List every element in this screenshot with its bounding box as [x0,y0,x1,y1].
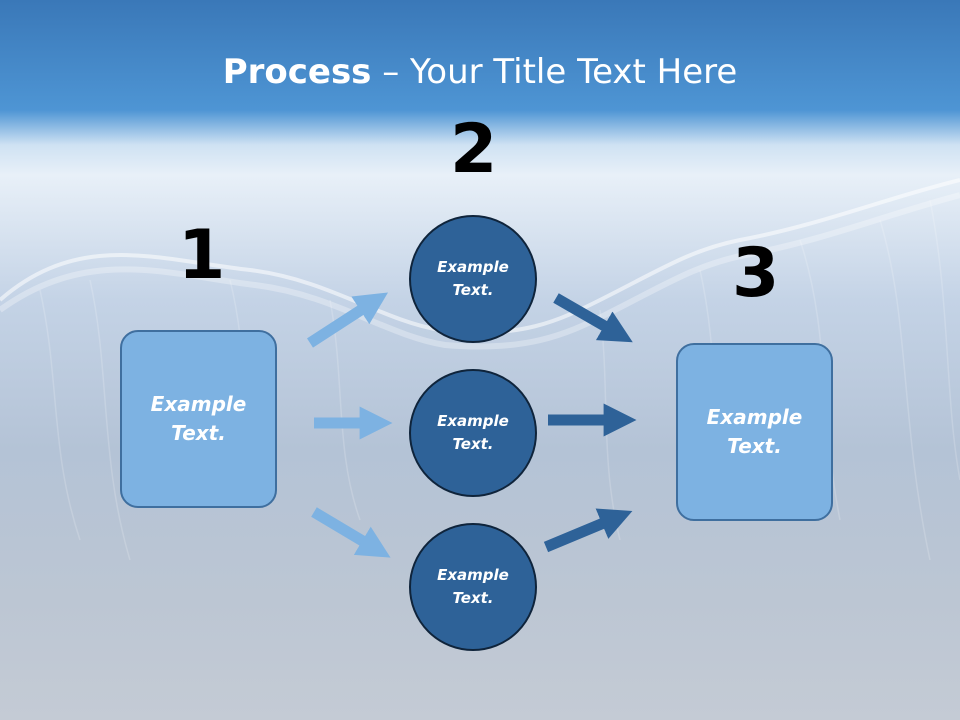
step-number-3: 3 [732,234,780,313]
title-rest: – Your Title Text Here [371,52,738,92]
step-number-2: 2 [450,110,498,189]
slide-title: Process – Your Title Text Here [0,52,960,92]
arrow-left-to-bottom [311,507,391,558]
title-bold: Process [222,52,372,92]
step-number-1: 1 [178,216,226,295]
circle-bottom: Example Text. [409,523,537,651]
arrow-bottom-to-right [543,508,633,553]
left-step-box: Example Text. [120,330,277,508]
circle-middle: Example Text. [409,369,537,497]
arrow-top-to-right [553,293,633,343]
circle-top: Example Text. [409,215,537,343]
arrow-left-to-top [307,292,388,348]
right-step-box: Example Text. [676,343,833,521]
